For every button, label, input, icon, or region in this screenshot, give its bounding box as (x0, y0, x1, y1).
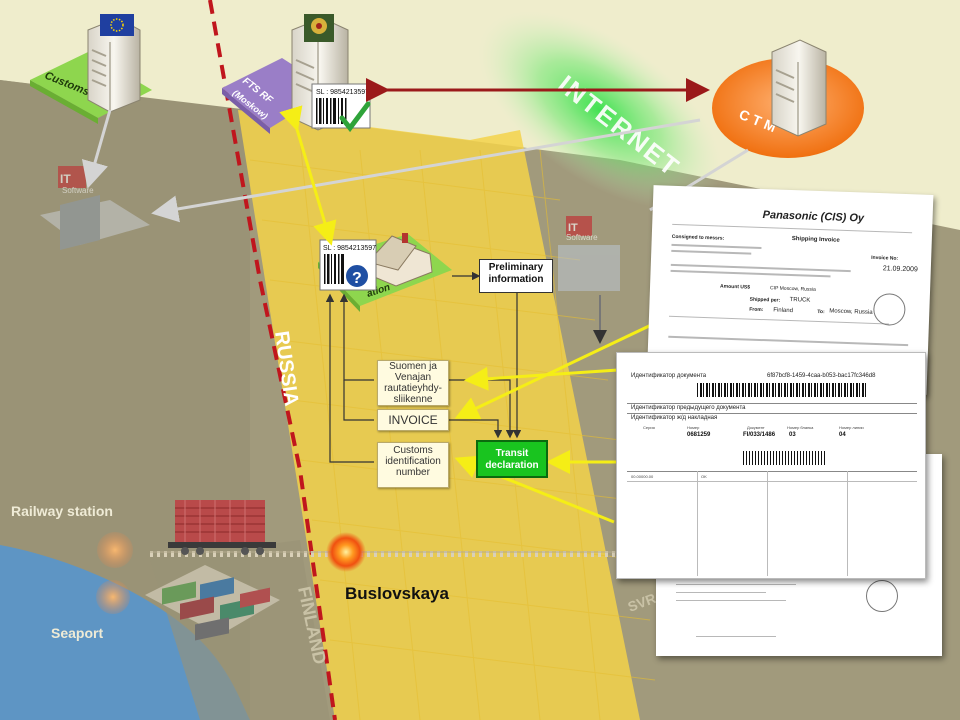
seaport-marker (96, 580, 130, 614)
waybill-col5: Номер линии (839, 425, 864, 430)
invoice-document-box: INVOICE (377, 409, 449, 431)
software-right-icon: IT Software (558, 216, 620, 291)
house-icon (367, 233, 433, 287)
transit-declaration-box: Transit declaration (476, 440, 548, 478)
waybill-to-suomen-arrow (464, 366, 619, 391)
barcode-top-label: SL : 9854213597 (316, 89, 369, 96)
railway-station-label: Railway station (11, 503, 113, 519)
barcode-mid-icon: SL : 9854213597 ? (319, 239, 377, 291)
invoice-company-name: Panasonic (CIS) Oy (762, 209, 865, 225)
waybill-doc-id-value: 6f87bcf8-1459-4caa-b053-bac17fc346d8 (767, 373, 876, 379)
waybill-val2: FI/033/1486 (743, 432, 776, 438)
docs-to-barcode-line-2 (343, 380, 374, 421)
buslovskaya-label: Buslovskaya (345, 584, 449, 603)
waybill-val1: 0681259 (687, 432, 711, 438)
buslovskaya-marker (326, 532, 366, 572)
invoice-doc-to-invoice-arrow (454, 314, 671, 420)
container-stack-icon (145, 565, 280, 641)
invoice-shipped-label: Shipped per: (749, 296, 781, 304)
waybill-prev-doc-label: Идентификатор предыдущего документа (631, 405, 746, 411)
invoice-doc-title: Shipping Invoice (791, 236, 840, 244)
invoice-to-label: To: (817, 308, 825, 316)
invoice-amount-label: Amount US$ (719, 283, 751, 291)
barcode-top-icon: SL : 9854213597 (311, 83, 371, 133)
checkmark-icon (339, 101, 371, 133)
question-mark-icon (344, 263, 370, 289)
eu-flag-icon (100, 14, 134, 36)
fts-to-station-arrow (279, 105, 337, 246)
train-car-icon (168, 500, 276, 555)
barcode-mid-label: SL : 9854213597 (323, 245, 376, 252)
waybill-barcode-mid (743, 451, 827, 465)
docs-to-barcode-line-3 (325, 293, 374, 463)
ctm-to-left-arrow (151, 118, 701, 223)
seaport-label: Seaport (51, 625, 103, 641)
svg-text:IT: IT (60, 172, 71, 186)
waybill-cell2: OK (701, 474, 707, 479)
invoice-to-value: Moscow, Russia (829, 308, 873, 316)
border-line (208, 0, 337, 720)
svg-text:IT: IT (568, 222, 578, 234)
eu-to-software-arrow (81, 109, 112, 189)
invoice-number-label: Invoice No: (871, 254, 899, 262)
software-right-label: Software (566, 233, 598, 242)
invoice-to-transit-line (448, 419, 503, 439)
waybill-val4: 04 (839, 432, 846, 438)
waybill-railway-label: Идентификатор ж/д накладная (631, 415, 718, 421)
suomen-document-box: Suomen ja Venajan rautatieyhdy-sliikenne (377, 360, 449, 406)
waybill-stamp-icon (866, 580, 898, 612)
waybill-col2: Номер (687, 425, 700, 430)
barcode-mid-bars (324, 254, 344, 284)
waybill-col4: Номер бланка (787, 425, 814, 430)
invoice-stamp-icon (872, 292, 906, 327)
preliminary-information-box: Preliminary information (479, 259, 553, 293)
invoice-from-label: From: (749, 306, 764, 314)
railway-waybill-document: Идентификатор документа 6f87bcf8-1459-4c… (616, 352, 926, 579)
invoice-shipped-value: TRUCK (789, 296, 811, 304)
waybill-col1: Серия (643, 425, 655, 430)
software-left-label: Software (62, 186, 94, 195)
software-left-icon: IT Software (40, 166, 150, 250)
invoice-from-value: Finland (773, 307, 794, 315)
svg-text:?: ? (352, 270, 362, 287)
waybill-doc-id-label: Идентификатор документа (631, 373, 707, 379)
invoice-amount-value: CIP Moscow, Russia (769, 285, 816, 293)
waybill-cell1: 00.00000.00 (631, 474, 654, 479)
railway-station-marker (97, 532, 133, 568)
waybill-val3: 03 (789, 432, 796, 438)
customs-id-document-box: Customs identification number (377, 442, 449, 488)
invoice-consigned-label: Consigned to messrs: (671, 233, 725, 242)
russia-emblem-icon (304, 14, 334, 42)
customs-eu-server-icon (87, 14, 141, 113)
invoice-date: 21.09.2009 (882, 265, 918, 274)
ctm-server-icon (771, 39, 827, 137)
internet-glow (478, 11, 722, 209)
waybill-barcode-top (697, 383, 867, 397)
waybill-col3: Документ (747, 425, 765, 430)
